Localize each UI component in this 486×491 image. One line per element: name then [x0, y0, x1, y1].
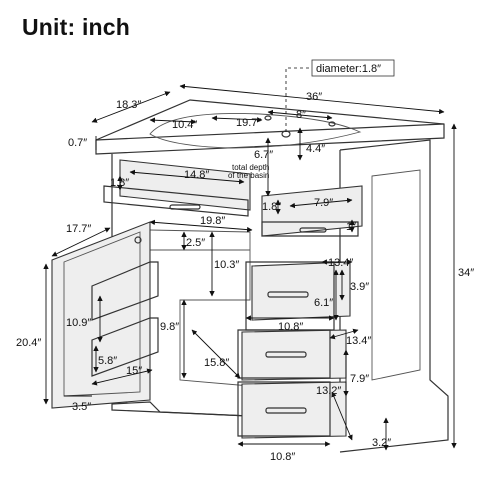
height-20-4-label: 20.4″ — [16, 337, 41, 349]
dim-line-14-8 — [129, 169, 245, 185]
inside-9-8-label: 9.8″ — [160, 321, 179, 333]
top-drawer-right-handle — [299, 227, 327, 233]
diameter-label-box — [311, 59, 395, 77]
door-shelf-top — [91, 261, 159, 321]
drawer-3-handle — [265, 407, 307, 414]
diameter-label: diameter:1.8″ — [316, 63, 381, 75]
faucet-8-label: 8″ — [296, 109, 306, 121]
drawer-2-handle — [265, 351, 307, 358]
dim-line-depth — [91, 91, 171, 123]
basin-depth-6-7-label: 6.7″ — [254, 149, 273, 161]
top-drawer-left — [119, 159, 251, 211]
basin-note-line1: total depth — [232, 163, 269, 172]
drawer-1-8-left-label: 1.8″ — [110, 177, 129, 189]
dim-line-7-9-top — [289, 197, 353, 209]
dim-line-13-2 — [331, 391, 353, 441]
dim-line-19-8 — [149, 219, 253, 233]
door-hinge-icon — [134, 236, 142, 244]
cabinet-19-8-label: 19.8″ — [200, 215, 225, 227]
drawer-13-2-label: 13.2″ — [316, 385, 341, 397]
cabinet-interior — [149, 229, 251, 387]
drawer-10-8-bottom-label: 10.8″ — [270, 451, 295, 463]
drawer-1-box — [251, 261, 351, 321]
cabinet-side-panel — [371, 169, 421, 381]
top-drawer-right-front — [261, 221, 359, 237]
faucet-hole-left-icon — [264, 115, 272, 121]
door-shelf-5-8-label: 5.8″ — [98, 355, 117, 367]
basin-19-7-label: 19.7″ — [236, 117, 261, 129]
drawer-1-8-mid-label: 1.8″ — [262, 201, 281, 213]
drawer-1-label: 1″ — [346, 221, 356, 233]
dim-line-basin-10-4 — [149, 117, 197, 125]
toe-3-2-label: 3.2″ — [372, 437, 391, 449]
drawer-13-4-mid-label: 13.4″ — [346, 335, 371, 347]
dim-line-faucet-8 — [267, 109, 333, 121]
dim-line-width — [179, 83, 445, 115]
inside-15-8-label: 15.8″ — [204, 357, 229, 369]
open-10-3-label: 10.3″ — [214, 259, 239, 271]
drawer-3-front — [237, 381, 331, 437]
drawer-6-1-label: 6.1″ — [314, 297, 333, 309]
basin-10-4-label: 10.4″ — [172, 119, 197, 131]
countertop — [95, 99, 445, 155]
dim-line-15 — [91, 368, 153, 386]
depth-18-3-label: 18.3″ — [116, 99, 141, 111]
top-drawer-left-handle — [169, 204, 201, 210]
top-drawer-left-front — [103, 185, 249, 217]
dim-line-17-7 — [51, 227, 111, 257]
drawer-10-8-mid-label: 10.8″ — [278, 321, 303, 333]
countertop-edge — [95, 123, 445, 141]
dim-line-basin-19-7 — [211, 115, 263, 123]
open-door — [51, 221, 151, 409]
shelf-2-5-label: 2.5″ — [186, 237, 205, 249]
basin-note-line2: of the basin — [228, 171, 269, 180]
faucet-hole-right-icon — [328, 121, 336, 127]
faucet-4-4-label: 4.4″ — [306, 143, 325, 155]
drawer-14-8-label: 14.8″ — [184, 169, 209, 181]
dim-line-15-8 — [191, 329, 241, 379]
top-0-7-label: 0.7″ — [68, 137, 87, 149]
bottom-15-label: 15″ — [126, 365, 142, 377]
dim-line-13-4-mid — [329, 328, 359, 340]
drawer-13-4-top-label: 13.4″ — [328, 257, 353, 269]
door-3-5-label: 3.5″ — [72, 401, 91, 413]
drawer-7-9-low-label: 7.9″ — [350, 373, 369, 385]
drawer-1-handle — [267, 291, 309, 298]
drawer-3-9-label: 3.9″ — [350, 281, 369, 293]
door-17-7-label: 17.7″ — [66, 223, 91, 235]
height-34-label: 34″ — [458, 267, 474, 279]
door-shelf-10-9-label: 10.9″ — [66, 317, 91, 329]
page-title: Unit: inch — [22, 14, 131, 40]
drawer-7-9-top-label: 7.9″ — [314, 197, 333, 209]
cabinet-side — [339, 139, 449, 453]
width-36-label: 36″ — [306, 91, 322, 103]
door-inner — [63, 231, 141, 397]
